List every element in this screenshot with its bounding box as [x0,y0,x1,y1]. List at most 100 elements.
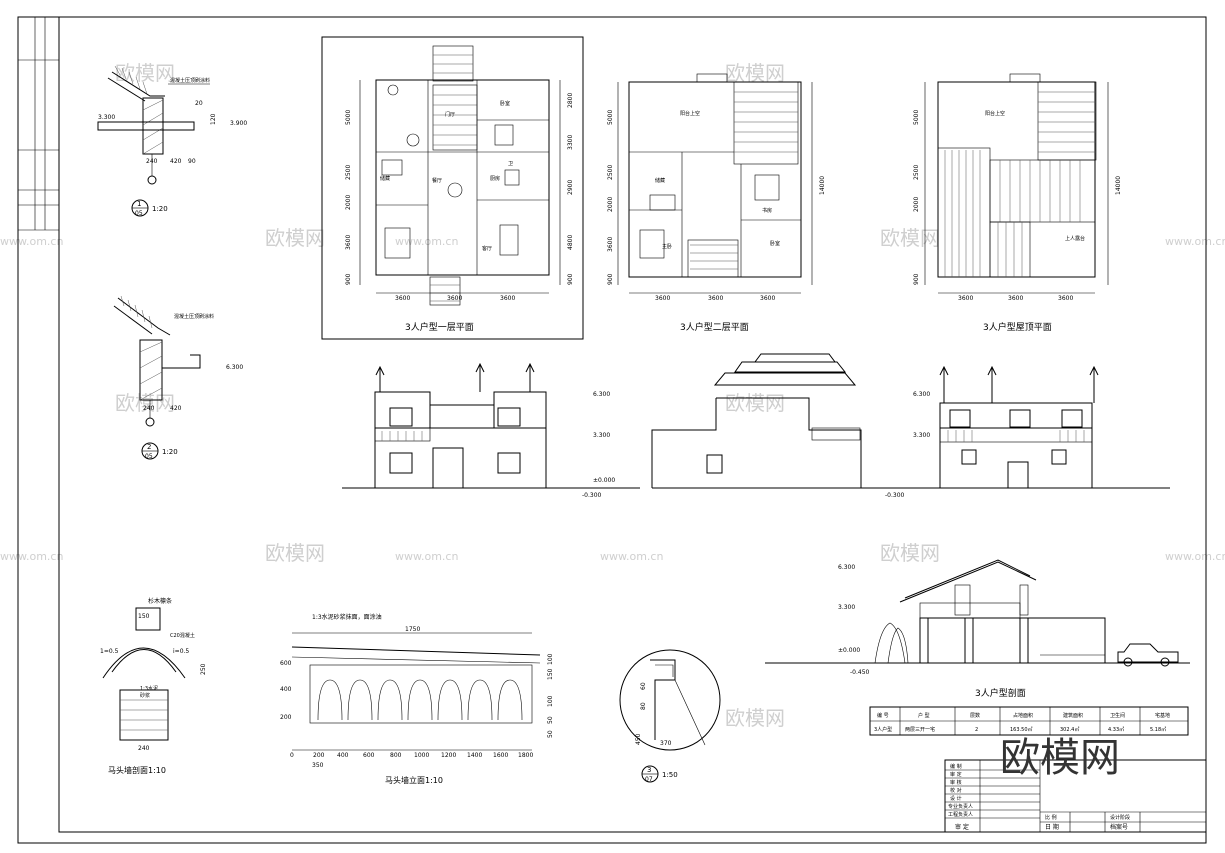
plan-dim: 900 [567,273,574,285]
elev-level: 6.300 [913,391,930,398]
room-label: 客厅 [482,245,492,252]
tb-footer: 比 例 [1045,814,1057,821]
d3-dim: 60 [640,682,647,690]
title-block: 编 制 审 定 审 核 校 对 设 计 专业负责人 工程负责人 审 定 日 期 … [944,735,1207,833]
marker-num: 3 [647,766,651,774]
hw-label: C20混凝土 [170,632,195,639]
room-label: 主卧 [662,243,672,250]
wall-elev-left: 600 [280,660,292,667]
marker-sheet: 07 [645,776,653,783]
plan-dim: 5000 [345,110,352,125]
section-level: 3.300 [838,604,855,611]
table-header: 编 号 [877,712,889,719]
plan-dim: 900 [345,273,352,285]
tb-row: 编 制 [950,763,962,770]
detail-3-cornice: 80 60 370 450 3 07 1:50 [619,649,721,783]
watermark-url: www.om.cn [0,235,63,248]
watermark-text: 欧模网 [115,61,175,85]
plan-second-floor: 阳台上空 储藏 主卧 书房 卧室 3600 3600 3600 5000 250… [607,73,826,333]
wall-elev-bottom: 350 [312,762,324,769]
watermark-text: 欧模网 [265,226,325,250]
plan-dim: 5000 [913,110,920,125]
drawing-frame [58,16,1207,833]
plan-roof: 阳台上空 上人露台 3600 3600 3600 5000 2500 2000 … [913,73,1122,333]
d1-level: 3.900 [230,120,247,127]
room-label: 厨房 [490,175,500,182]
plan-dim: 2000 [345,195,352,210]
d2-dim: 420 [170,405,182,412]
table-header: 宅基地 [1155,712,1170,719]
plan-dim: 3600 [708,295,723,302]
tb-footer: 审 定 [955,823,969,831]
room-label: 餐厅 [432,177,442,184]
plan-dim: 5000 [607,110,614,125]
table-header: 建筑面积 [1063,712,1083,719]
plan-dim: 900 [607,273,614,285]
table-cell: 两层三开一宅 [905,726,935,733]
tb-footer: 档案号 [1110,823,1128,831]
wall-elev-right: 50 [547,716,554,724]
marker-sheet: 05 [145,453,153,460]
marker-scale: 1:50 [662,771,678,779]
watermark-url: www.om.cn [1165,550,1225,563]
section-level: ±0.000 [838,647,860,654]
wall-elev-right: 100 [547,653,554,665]
d2-dim: 240 [143,405,155,412]
plan-dim: 14000 [819,176,826,195]
wall-elev-top: 1750 [405,626,420,633]
wall-elev-right: 150 [547,668,554,680]
wall-elev-tick: 1200 [441,752,456,759]
horse-head-wall-section: 杉木檩条 1=0.5 i=0.5 C20混凝土 1:3水泥 砂浆 150 250… [100,597,207,775]
elevation-side: -0.300 [651,353,905,499]
wall-elev-left: 400 [280,686,292,693]
plan-dim: 2000 [607,197,614,212]
room-label: 卧室 [770,240,780,247]
d2-level: 6.300 [226,364,243,371]
plan-dim: 14000 [1115,176,1122,195]
horse-head-wall-elevation: 1:3水泥砂浆抹面，面涂油 1750 0 200 400 600 800 100… [280,613,554,785]
plan-dim: 2900 [567,180,574,195]
room-label: 书房 [762,207,772,214]
hw-mat: 1:3水泥 [140,685,158,692]
table-cell: 302.4㎡ [1060,726,1079,733]
d1-dim: 420 [170,158,182,165]
wall-elev-right: 50 [547,730,554,738]
hw-mat: 砂浆 [140,692,150,699]
watermark-url: www.om.cn [0,550,63,563]
table-cell: 2 [975,727,978,733]
elevation-front: 6.300 3.300 ±0.000 -0.300 [342,362,640,499]
hw-section-title: 马头墙剖面1:10 [108,765,166,775]
room-label: 储藏 [380,175,390,182]
plan-dim: 3600 [1008,295,1023,302]
watermark-url: www.om.cn [1165,235,1225,248]
plan-dim: 2800 [567,93,574,108]
plan-dim: 3600 [760,295,775,302]
hw-dim: 240 [138,745,150,752]
watermarks: 欧模网 欧模网 欧模网 欧模网 欧模网 欧模网 欧模网 欧模网 欧模网 www.… [0,61,1225,730]
plan-dim: 3300 [567,135,574,150]
plan-1-title: 3人户型一层平面 [405,321,474,333]
room-label: 上人露台 [1065,235,1085,242]
wall-elev-tick: 600 [363,752,375,759]
plan-dim: 3600 [500,295,515,302]
watermark-text: 欧模网 [115,391,175,415]
plan-dim: 2000 [913,197,920,212]
wall-elev-tick: 1400 [467,752,482,759]
hw-label: 杉木檩条 [148,597,172,605]
watermark-text: 欧模网 [725,61,785,85]
detail-2-parapet: 240 420 6.300 混凝土压顶刷涂料 2 05 1:20 [113,295,243,460]
room-label: 门厅 [445,111,455,118]
section-level: -0.450 [850,669,870,676]
plan-dim: 900 [913,273,920,285]
marker-sheet: 05 [135,210,143,217]
table-header: 户 型 [918,712,930,719]
d3-dim: 450 [635,733,642,745]
room-label: 卫 [508,161,513,167]
wall-elev-tick: 1600 [493,752,508,759]
plan-dim: 3600 [447,295,462,302]
plan-dim: 3600 [1058,295,1073,302]
plan-dim: 3600 [607,237,614,252]
table-header: 占地面积 [1013,712,1033,719]
wall-elev-tick: 200 [313,752,325,759]
table-cell: 163.50㎡ [1010,726,1033,733]
